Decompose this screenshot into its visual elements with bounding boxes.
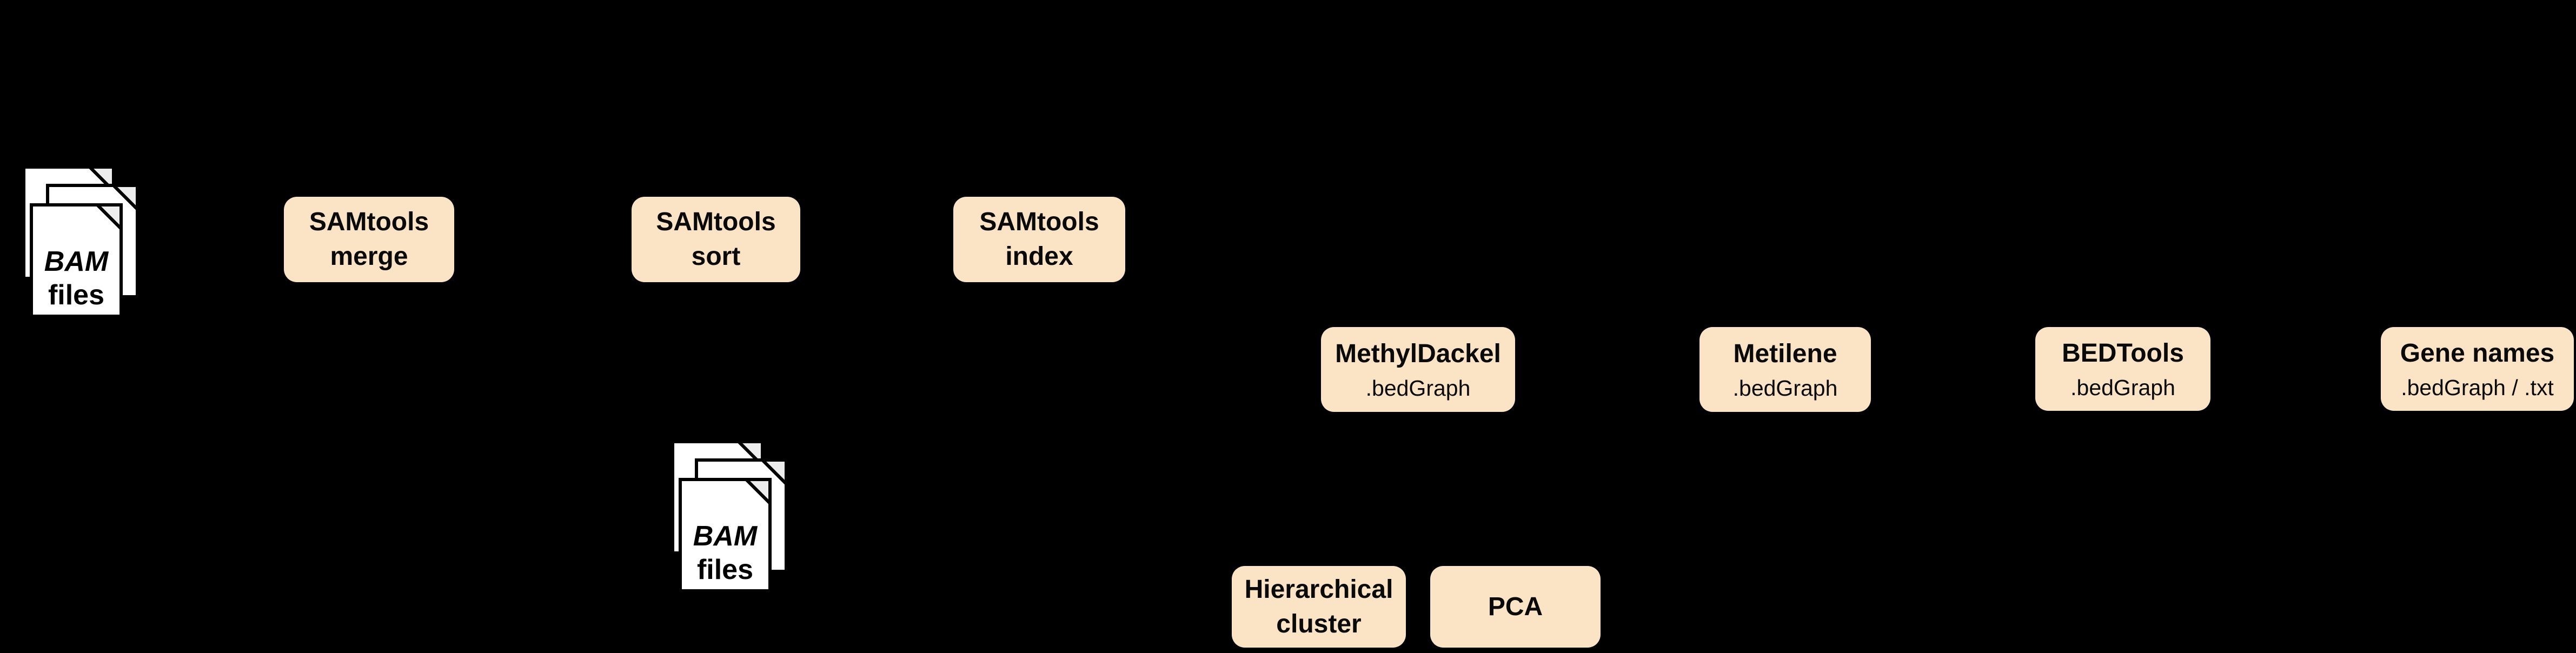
node-title: PCA: [1488, 592, 1543, 621]
bam-files-label-line1: BAM: [44, 246, 109, 277]
node-title: MethylDackel: [1335, 339, 1501, 368]
node-file-format: .bedGraph: [1732, 375, 1838, 401]
bam-files-label-line2: files: [48, 279, 104, 311]
bam-files-icon: BAM files: [22, 165, 141, 319]
node-title: SAMtools: [309, 208, 429, 236]
bam-files-label-line2: files: [697, 554, 753, 585]
node-title: SAMtools: [979, 208, 1099, 236]
document-page-front: [30, 203, 123, 318]
node-samtools-index: SAMtools index: [953, 197, 1125, 282]
node-gene-names: Gene names .bedGraph / .txt: [2381, 327, 2574, 411]
node-bedtools: BEDTools .bedGraph: [2035, 327, 2210, 411]
node-samtools-merge: SAMtools merge: [284, 197, 454, 282]
node-metilene: Metilene .bedGraph: [1699, 327, 1871, 412]
node-title-line2: index: [1005, 242, 1073, 271]
node-title: SAMtools: [656, 208, 776, 236]
node-samtools-sort: SAMtools sort: [632, 197, 800, 282]
bam-files-icon: BAM files: [670, 439, 789, 594]
node-file-format: .bedGraph: [1365, 375, 1471, 401]
node-title: Metilene: [1733, 339, 1837, 368]
bam-files-label-line1: BAM: [693, 521, 758, 552]
node-pca: PCA: [1430, 566, 1601, 648]
stacked-documents-icon: BAM files: [22, 165, 139, 318]
node-title: Gene names: [2400, 338, 2555, 368]
document-page-front: [679, 478, 772, 592]
stacked-documents-icon: BAM files: [671, 440, 788, 592]
node-title-line2: cluster: [1276, 609, 1362, 638]
node-title: BEDTools: [2062, 338, 2184, 368]
node-title: Hierarchical: [1244, 575, 1393, 604]
node-hierarchical-cluster: Hierarchical cluster: [1232, 566, 1406, 648]
node-title-line2: merge: [330, 242, 408, 271]
node-title-line2: sort: [691, 242, 741, 271]
node-file-format: .bedGraph / .txt: [2401, 375, 2554, 400]
node-file-format: .bedGraph: [2070, 375, 2175, 400]
node-methyldackel: MethylDackel .bedGraph: [1321, 327, 1515, 412]
